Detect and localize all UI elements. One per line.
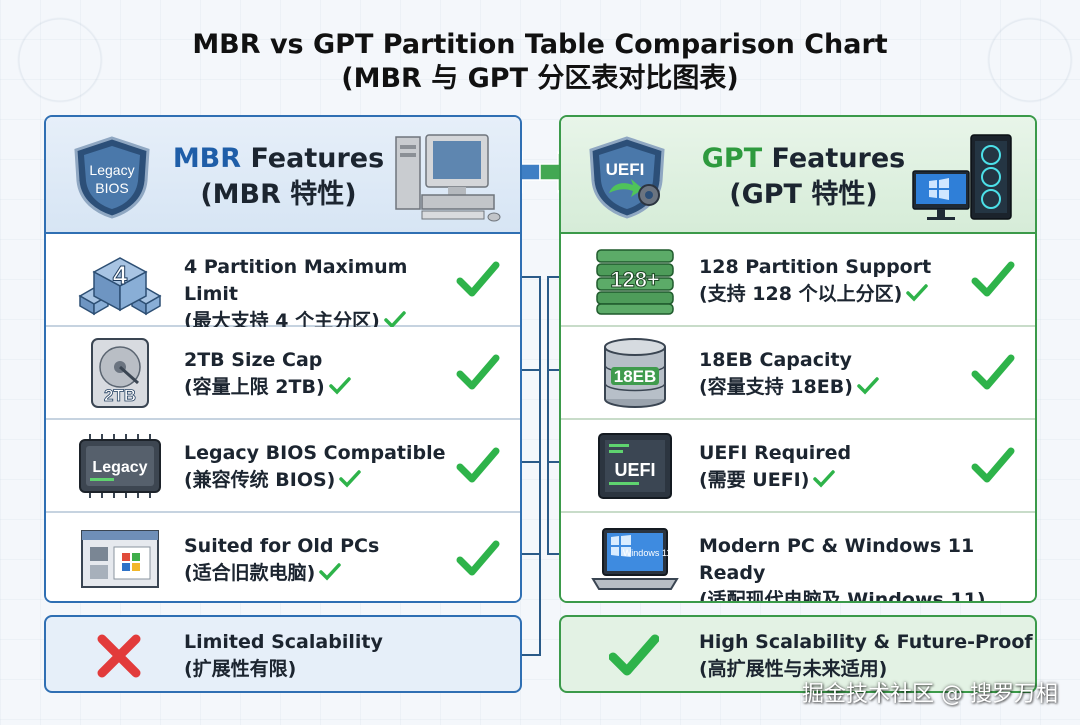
page-title: MBR vs GPT Partition Table Comparison Ch… <box>0 28 1080 96</box>
mbr-row-4-en: Suited for Old PCs <box>184 535 380 557</box>
gpt-row-1-cn: (支持 128 个以上分区) <box>699 283 903 305</box>
gpt-row-capacity: 18EB 18EB Capacity (容量支持 18EB) <box>561 327 1035 420</box>
mbr-scalability-en: Limited Scalability <box>184 631 383 653</box>
gpt-row-windows11: Windows 11 Modern PC & Windows 11 Ready … <box>561 513 1035 603</box>
check-icon <box>456 447 500 483</box>
mbr-row-2-en: 2TB Size Cap <box>184 349 323 371</box>
mbr-scalability-cn: (扩展性有限) <box>184 658 297 680</box>
gpt-scalability-en: High Scalability & Future-Proof <box>699 631 1033 653</box>
mbr-row-2-cn: (容量上限 2TB) <box>184 376 325 398</box>
modern-desktop-pc-icon <box>912 134 1012 220</box>
check-icon <box>384 311 406 329</box>
gpt-row-4-en: Modern PC & Windows 11 Ready <box>699 535 975 584</box>
mbr-title-word: Features <box>241 143 385 174</box>
check-icon <box>857 377 879 395</box>
gpt-scalability-box: High Scalability & Future-Proof (高扩展性与未来… <box>559 615 1037 693</box>
mbr-row-3-cn: (兼容传统 BIOS) <box>184 469 336 491</box>
gpt-row-2-en: 18EB Capacity <box>699 349 852 371</box>
uefi-badge-text: UEFI <box>606 160 645 179</box>
mbr-row-old-pcs: Suited for Old PCs (适合旧款电脑) <box>46 513 520 601</box>
title-line-1: MBR vs GPT Partition Table Comparison Ch… <box>192 29 888 60</box>
gpt-row-1-en: 128 Partition Support <box>699 256 932 278</box>
gpt-row-partition-support: 128+ 128 Partition Support (支持 128 个以上分区… <box>561 234 1035 327</box>
gpt-panel: UEFI GPT Features (GPT 特性) <box>559 115 1037 603</box>
uefi-shield-icon: UEFI <box>589 136 665 219</box>
mbr-row-1-cn: (最大支持 4 个主分区) <box>184 310 380 332</box>
check-icon <box>456 354 500 390</box>
cubes-icon-text: 4 <box>113 260 128 290</box>
check-icon <box>813 470 836 488</box>
mbr-row-partition-limit: 4 4 Partition Maximum Limit (最大支持 4 个主分区… <box>46 234 520 332</box>
gpt-title-sub: (GPT 特性) <box>729 179 878 210</box>
check-icon <box>328 377 351 395</box>
laptop-icon-text: Windows 11 <box>623 548 671 558</box>
mbr-panel: Legacy BIOS MBR Features (MBR 特性) 4 <box>44 115 522 603</box>
check-icon <box>971 447 1015 483</box>
check-icon <box>971 354 1015 390</box>
old-window-icon <box>81 530 159 588</box>
mbr-title-sub: (MBR 特性) <box>200 179 357 210</box>
gpt-row-4-cn: (适配现代电脑及 Windows 11) <box>699 589 986 603</box>
mbr-row-bios-compatible: Legacy Legacy BIOS Compatible (兼容传统 BIOS… <box>46 420 520 513</box>
gpt-title-word: Features <box>762 143 906 174</box>
mbr-row-1-en: 4 Partition Maximum Limit <box>184 256 408 305</box>
check-icon <box>609 634 659 676</box>
gpt-features-title: GPT Features (GPT 特性) <box>701 141 906 213</box>
database-icon: 18EB <box>604 338 666 408</box>
database-icon-text: 18EB <box>614 367 657 386</box>
check-icon <box>456 540 500 576</box>
mbr-row-4-cn: (适合旧款电脑) <box>184 562 316 584</box>
uefi-screen-icon: UEFI <box>598 433 672 499</box>
check-icon <box>319 563 342 581</box>
mbr-row-3-en: Legacy BIOS Compatible <box>184 442 446 464</box>
check-icon <box>906 284 929 302</box>
gpt-row-3-en: UEFI Required <box>699 442 852 464</box>
mbr-scalability-box: Limited Scalability (扩展性有限) <box>44 615 522 693</box>
shield-badge-line-1: Legacy <box>89 162 134 178</box>
cubes-icon: 4 <box>78 257 162 316</box>
uefi-screen-icon-text: UEFI <box>614 460 655 480</box>
gpt-row-uefi-required: UEFI UEFI Required (需要 UEFI) <box>561 420 1035 513</box>
mbr-row-size-cap: 2TB 2TB Size Cap (容量上限 2TB) <box>46 327 520 420</box>
chip-icon: Legacy <box>79 434 161 498</box>
mbr-panel-header: Legacy BIOS MBR Features (MBR 特性) <box>46 117 520 234</box>
shield-badge-line-2: BIOS <box>95 180 128 196</box>
gpt-scalability-cn: (高扩展性与未来适用) <box>699 658 888 680</box>
watermark: 掘金技术社区 @ 搜罗万相 <box>802 682 1058 707</box>
check-icon <box>971 261 1015 297</box>
old-desktop-pc-icon <box>395 134 501 222</box>
legacy-bios-shield-icon: Legacy BIOS <box>74 136 150 219</box>
stacked-drives-icon-text: 128+ <box>610 267 660 292</box>
mbr-features-title: MBR Features (MBR 特性) <box>171 141 386 213</box>
title-line-2: (MBR 与 GPT 分区表对比图表) <box>341 63 739 94</box>
stacked-drives-icon: 128+ <box>596 249 674 315</box>
gpt-row-2-cn: (容量支持 18EB) <box>699 376 853 398</box>
hard-drive-icon-text: 2TB <box>104 386 136 405</box>
laptop-icon: Windows 11 <box>591 528 679 590</box>
mbr-abbr: MBR <box>172 143 242 174</box>
gpt-abbr: GPT <box>701 143 763 174</box>
hard-drive-icon: 2TB <box>91 338 149 408</box>
chip-icon-text: Legacy <box>92 459 147 476</box>
check-icon <box>339 470 362 488</box>
cross-icon <box>97 634 141 678</box>
gpt-row-3-cn: (需要 UEFI) <box>699 469 810 491</box>
gpt-panel-header: UEFI GPT Features (GPT 特性) <box>561 117 1035 234</box>
check-icon <box>456 261 500 297</box>
